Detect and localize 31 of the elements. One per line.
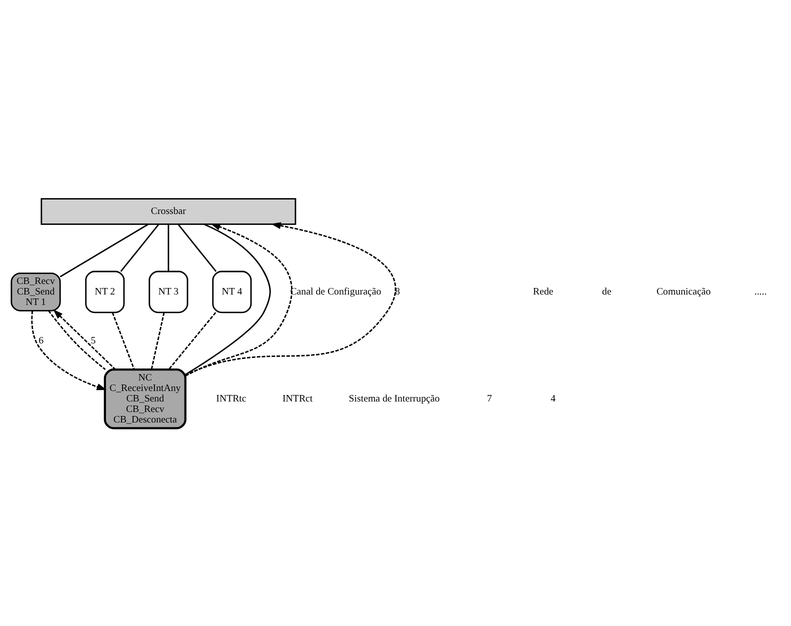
node-box: NT 2 — [85, 270, 125, 313]
label: Rede — [533, 286, 554, 298]
label: INTRtc — [216, 393, 246, 404]
connector — [150, 312, 165, 370]
arrow — [185, 223, 292, 376]
connector — [168, 312, 216, 370]
node-box: Crossbar — [40, 198, 296, 224]
connector — [60, 223, 149, 277]
label: 4 — [550, 393, 556, 404]
arrow — [31, 310, 107, 390]
arrow — [185, 222, 396, 376]
label: Sistema de Interrupção — [348, 393, 440, 404]
label: INTRct — [282, 393, 313, 404]
node-box: NT 4 — [212, 270, 252, 313]
edge-label: 6 — [38, 335, 44, 346]
connector — [185, 223, 271, 375]
label: ..... — [754, 286, 767, 298]
connector — [178, 223, 217, 272]
node-box: CB_Recv CB_Send NT 1 — [10, 272, 61, 311]
edge-label: Canal de Configuração — [290, 286, 382, 298]
connector — [168, 224, 170, 271]
label: Comunicação — [656, 286, 711, 298]
connector — [120, 223, 160, 272]
connector — [48, 310, 106, 370]
node-box: NT 3 — [148, 270, 188, 313]
label: 7 — [487, 393, 492, 404]
connector — [112, 312, 135, 370]
arrow — [53, 308, 116, 370]
edge-label: 5 — [90, 335, 96, 346]
node-box: NC C_ReceiveIntAny CB_Send CB_Recv CB_Desconecta — [104, 368, 186, 429]
label: de — [602, 286, 612, 298]
